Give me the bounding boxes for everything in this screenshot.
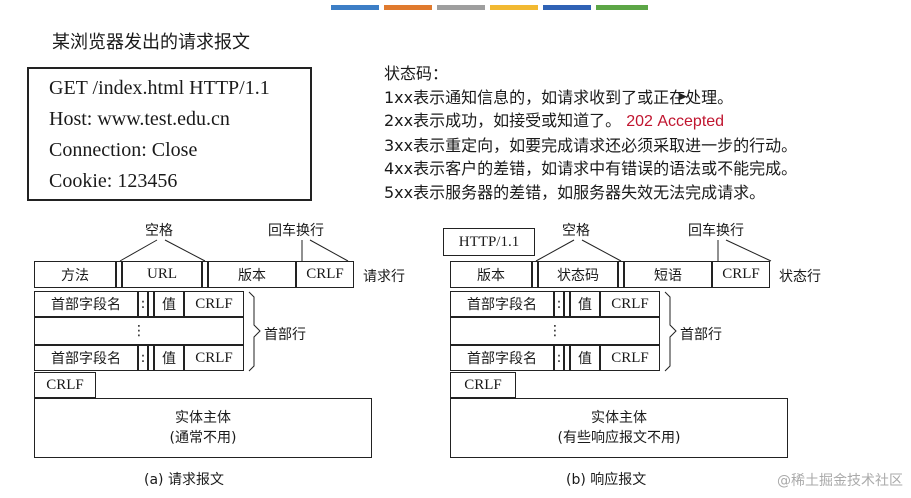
response-header-field-cell-2: 首部字段名 bbox=[450, 345, 554, 371]
request-space-cell-1 bbox=[116, 261, 122, 288]
response-header-ellipsis-row: ⋮ bbox=[450, 317, 660, 345]
request-caption: (a) 请求报文 bbox=[144, 472, 224, 488]
request-header-space-cell-2 bbox=[148, 345, 154, 371]
status-code-2xx: 2xx表示成功，如接受或知道了。 bbox=[384, 111, 622, 130]
request-header-ellipsis-row: ⋮ bbox=[34, 317, 244, 345]
color-segment-6 bbox=[596, 5, 648, 10]
request-blank-crlf-cell: CRLF bbox=[34, 372, 96, 398]
accepted-annotation: 202 Accepted bbox=[626, 113, 725, 130]
request-header-label: 首部行 bbox=[264, 327, 306, 343]
response-entity-title: 实体主体 bbox=[591, 410, 647, 426]
request-header-space-cell-1 bbox=[148, 291, 154, 317]
response-header-colon-cell-2: : bbox=[554, 345, 564, 371]
response-header-space-cell-1 bbox=[564, 291, 570, 317]
color-segment-3 bbox=[437, 5, 485, 10]
response-blank-crlf-cell: CRLF bbox=[450, 372, 516, 398]
request-method-cell: 方法 bbox=[34, 261, 116, 288]
request-header-crlf-cell-2: CRLF bbox=[184, 345, 244, 371]
status-code-4xx: 4xx表示客户的差错，如请求中有错误的语法或不能完成。 bbox=[384, 159, 798, 178]
status-code-1xx: 1xx表示通知信息的，如请求收到了或正在处理。 bbox=[384, 87, 734, 107]
response-header-space-cell-2 bbox=[564, 345, 570, 371]
page-title: 某浏览器发出的请求报文 bbox=[52, 32, 250, 53]
response-phrase-cell: 短语 bbox=[624, 261, 712, 288]
response-crlf-cell: CRLF bbox=[712, 261, 770, 288]
request-header-value-cell-2: 值 bbox=[154, 345, 184, 371]
request-header-field-cell-2: 首部字段名 bbox=[34, 345, 138, 371]
request-entity-title: 实体主体 bbox=[175, 410, 231, 426]
status-line-label: 状态行 bbox=[779, 269, 821, 285]
request-header-value-cell-1: 值 bbox=[154, 291, 184, 317]
request-example-box: GET /index.html HTTP/1.1 Host: www.test.… bbox=[27, 67, 312, 201]
status-code-5xx: 5xx表示服务器的差错，如服务器失效无法完成请求。 bbox=[384, 182, 766, 202]
request-header-colon-cell-1: : bbox=[138, 291, 148, 317]
response-entity-note: (有些响应报文不用) bbox=[557, 430, 681, 446]
request-line-label: 请求行 bbox=[363, 269, 405, 285]
request-url-cell: URL bbox=[122, 261, 202, 288]
request-entity-body: 实体主体 (通常不用) bbox=[34, 398, 372, 458]
response-space-cell-2 bbox=[618, 261, 624, 288]
response-header-crlf-cell-2: CRLF bbox=[600, 345, 660, 371]
color-segment-2 bbox=[384, 5, 432, 10]
response-header-colon-cell-1: : bbox=[554, 291, 564, 317]
host-line: Host: www.test.edu.cn bbox=[49, 108, 230, 130]
cookie-line: Cookie: 123456 bbox=[49, 170, 178, 192]
status-code-3xx: 3xx表示重定向，如要完成请求还必须采取进一步的行动。 bbox=[384, 135, 798, 155]
watermark: @稀土掘金技术社区 bbox=[777, 473, 903, 489]
status-code-list: 状态码： 1xx表示通知信息的，如请求收到了或正在处理。 2xx表示成功，如接受… bbox=[384, 62, 797, 204]
response-header-label: 首部行 bbox=[680, 327, 722, 343]
color-segment-4 bbox=[490, 5, 538, 10]
request-version-cell: 版本 bbox=[208, 261, 296, 288]
request-space-label: 空格 bbox=[145, 223, 173, 239]
request-header-field-cell-1: 首部字段名 bbox=[34, 291, 138, 317]
mouse-cursor-icon: ➤ bbox=[676, 89, 688, 105]
response-entity-body: 实体主体 (有些响应报文不用) bbox=[450, 398, 788, 458]
request-space-cell-2 bbox=[202, 261, 208, 288]
request-line: GET /index.html HTTP/1.1 bbox=[49, 77, 270, 99]
connection-line: Connection: Close bbox=[49, 139, 198, 161]
request-header-crlf-cell-1: CRLF bbox=[184, 291, 244, 317]
response-version-tag: HTTP/1.1 bbox=[443, 228, 535, 256]
response-space-label: 空格 bbox=[562, 223, 590, 239]
request-crlf-cell: CRLF bbox=[296, 261, 354, 288]
response-header-crlf-cell-1: CRLF bbox=[600, 291, 660, 317]
response-caption: (b) 响应报文 bbox=[566, 472, 647, 488]
request-entity-note: (通常不用) bbox=[169, 430, 237, 446]
status-code-heading: 状态码： bbox=[384, 64, 449, 83]
response-space-cell-1 bbox=[532, 261, 538, 288]
response-header-value-cell-2: 值 bbox=[570, 345, 600, 371]
status-code-2xx-row: 2xx表示成功，如接受或知道了。 202 Accepted bbox=[384, 109, 797, 134]
color-segment-5 bbox=[543, 5, 591, 10]
response-header-field-cell-1: 首部字段名 bbox=[450, 291, 554, 317]
response-status-code-cell: 状态码 bbox=[538, 261, 618, 288]
response-version-cell: 版本 bbox=[450, 261, 532, 288]
response-header-value-cell-1: 值 bbox=[570, 291, 600, 317]
request-header-colon-cell-2: : bbox=[138, 345, 148, 371]
response-crlf-label: 回车换行 bbox=[688, 223, 744, 239]
request-crlf-label: 回车换行 bbox=[268, 223, 324, 239]
color-segment-1 bbox=[331, 5, 379, 10]
